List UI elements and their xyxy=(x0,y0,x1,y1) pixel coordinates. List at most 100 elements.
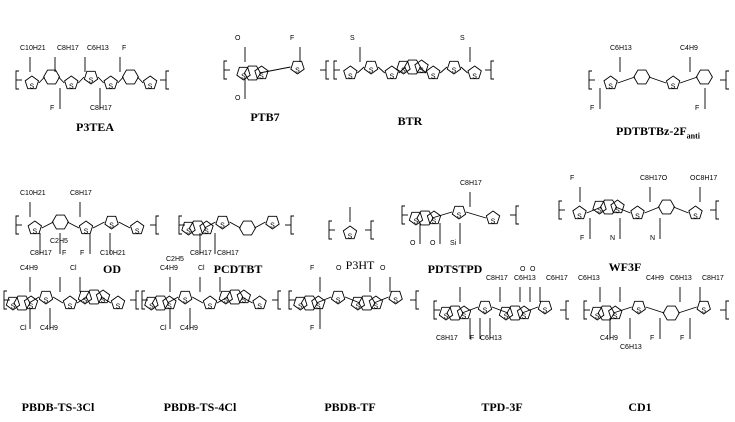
bond xyxy=(419,66,427,74)
ring-atom: S xyxy=(89,78,94,85)
bond xyxy=(77,76,85,84)
ring-atom: S xyxy=(241,298,246,305)
benzene-ring xyxy=(657,199,676,215)
label-od: OD xyxy=(103,262,121,276)
thiophene-ring xyxy=(24,75,40,90)
bracket xyxy=(290,215,294,235)
thiophene-ring xyxy=(254,65,269,80)
thiophene-ring xyxy=(426,65,441,80)
substituent-label: C4H9 xyxy=(160,265,178,272)
substituent-label: S xyxy=(460,35,465,42)
substituent-label: F xyxy=(570,175,574,182)
bond xyxy=(461,306,479,314)
thiophene-ring xyxy=(103,75,118,90)
benzene-ring xyxy=(121,69,139,85)
bond xyxy=(679,76,698,84)
ring-atom: S xyxy=(186,229,191,236)
bond xyxy=(76,296,88,304)
substituent-label: F xyxy=(470,335,474,342)
benzene-ring xyxy=(51,214,69,230)
substituent-label: C10H21 xyxy=(100,250,126,257)
bond xyxy=(344,296,361,304)
bond xyxy=(648,76,667,84)
thiophene-ring xyxy=(363,60,379,75)
ring-atom: S xyxy=(693,214,698,221)
benzene-ring xyxy=(85,289,103,305)
thiophene-ring xyxy=(610,199,625,214)
bond xyxy=(373,296,389,304)
thiophene-ring xyxy=(218,290,233,305)
ring-atom: S xyxy=(483,308,488,315)
thiophene-ring xyxy=(696,300,711,315)
label-ptb7: PTB7 xyxy=(250,110,280,124)
thiophene-ring xyxy=(451,205,467,220)
substituent-label: C8H17O xyxy=(640,175,668,182)
substituent-label: N xyxy=(650,235,655,242)
ring-atom: S xyxy=(431,74,436,81)
ring-atom: S xyxy=(295,68,300,75)
label-wf3f: WF3F xyxy=(608,260,642,274)
substituent-label: C6H13 xyxy=(670,275,692,282)
ring-atom: S xyxy=(149,304,154,311)
ring-atom: S xyxy=(270,223,275,230)
bond xyxy=(167,296,179,304)
substituent-label: C6H13 xyxy=(610,45,632,52)
bond xyxy=(117,76,124,84)
substituent-label: F xyxy=(650,335,654,342)
bond xyxy=(216,296,229,304)
bond xyxy=(92,221,105,229)
bracket xyxy=(725,300,729,320)
thiophene-ring xyxy=(603,75,618,90)
substituent-label: C8H17 xyxy=(90,105,112,112)
ring-atom: S xyxy=(374,304,379,311)
bracket xyxy=(277,290,281,310)
ring-atom: S xyxy=(83,298,88,305)
thiophene-ring xyxy=(181,221,196,236)
ring-atom: S xyxy=(11,304,16,311)
benzene-ring xyxy=(243,65,262,81)
substituent-label: OC8H17 xyxy=(690,175,717,182)
thiophene-ring xyxy=(467,65,482,80)
thiophene-ring xyxy=(23,295,39,310)
ring-atom: S xyxy=(369,68,374,75)
thiophene-ring xyxy=(414,59,429,74)
benzene-ring xyxy=(151,295,169,311)
bracket xyxy=(515,205,519,225)
label-pcdtbt: PCDTBT xyxy=(213,262,263,276)
substituent-label: C6H13 xyxy=(620,344,642,351)
benzene-ring xyxy=(416,210,434,226)
substituent-label: O xyxy=(336,265,342,272)
thiophene-ring xyxy=(498,306,514,321)
ring-atom: S xyxy=(204,229,209,236)
bond xyxy=(357,66,365,74)
substituent-label: F xyxy=(290,35,294,42)
ring-atom: S xyxy=(635,214,640,221)
ring-atom: S xyxy=(452,68,457,75)
thiophene-ring xyxy=(265,215,280,230)
ring-atom: S xyxy=(116,304,121,311)
bond xyxy=(316,296,332,304)
ring-atom: S xyxy=(259,74,264,81)
bond xyxy=(465,211,487,219)
label-tpd-3f: TPD-3F xyxy=(481,400,523,414)
thiophene-ring xyxy=(215,215,230,230)
label-btr: BTR xyxy=(397,114,423,128)
substituent-label: O xyxy=(235,95,241,102)
thiophene-ring xyxy=(477,300,493,315)
thiophene-ring xyxy=(78,220,94,235)
ring-atom: S xyxy=(167,304,172,311)
bracket xyxy=(135,290,139,310)
benzene-ring xyxy=(403,59,422,75)
ring-atom: S xyxy=(298,304,303,311)
ring-atom: S xyxy=(30,84,35,91)
bracket xyxy=(415,290,419,310)
label-pbdb-tf: PBDB-TF xyxy=(324,400,376,414)
thiophene-ring xyxy=(104,215,119,230)
ring-atom: S xyxy=(504,314,509,321)
bond xyxy=(191,296,204,304)
substituent-label: Cl xyxy=(198,265,205,272)
benzene-ring xyxy=(695,69,713,85)
